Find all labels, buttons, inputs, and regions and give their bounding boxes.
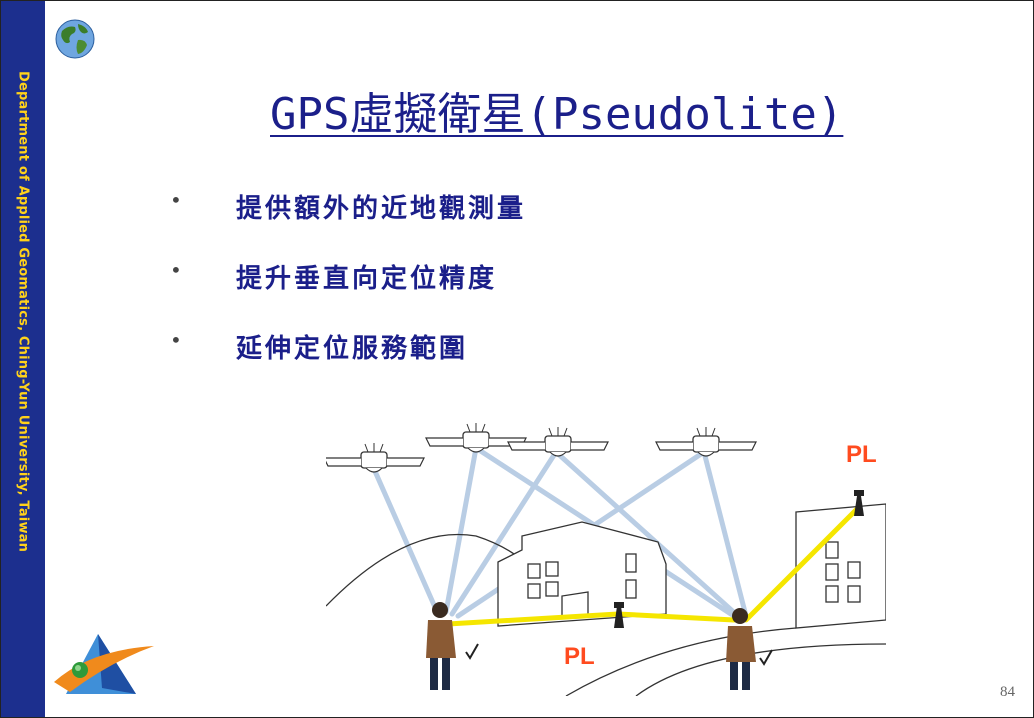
bullet-list: • 提供額外的近地觀測量 • 提升垂直向定位精度 • 延伸定位服務範圍 <box>170 188 526 398</box>
person-icon <box>426 602 479 690</box>
slide-title: GPS虛擬衛星(Pseudolite) <box>270 89 844 140</box>
building <box>497 521 667 627</box>
person-icon <box>726 608 773 690</box>
logo-icon <box>54 634 154 694</box>
pl-label: PL <box>846 441 877 468</box>
pseudolite-tower-icon <box>614 602 624 628</box>
building <box>795 503 886 629</box>
bullet-marker: • <box>170 258 182 282</box>
sidebar-department-text: Department of Applied Geomatics, Ching-Y… <box>15 71 31 553</box>
sidebar: Department of Applied Geomatics, Ching-Y… <box>1 1 45 717</box>
bullet-item: • 提升垂直向定位精度 <box>170 258 526 328</box>
bullet-marker: • <box>170 328 182 352</box>
satellite-icon <box>655 426 757 457</box>
bullet-text: 延伸定位服務範圍 <box>236 334 469 364</box>
globe-icon <box>55 19 95 59</box>
pseudolite-illustration: PL PL <box>326 422 886 696</box>
bullet-text: 提升垂直向定位精度 <box>236 264 498 294</box>
page-number: 84 <box>1000 684 1015 700</box>
bullet-text: 提供額外的近地觀測量 <box>236 194 527 224</box>
satellite-icon <box>326 442 425 473</box>
pseudolite-tower-icon <box>854 490 864 516</box>
satellite-icon <box>507 426 609 457</box>
bullet-item: • 提供額外的近地觀測量 <box>170 188 526 258</box>
bullet-marker: • <box>170 188 182 212</box>
bullet-item: • 延伸定位服務範圍 <box>170 328 526 398</box>
pl-label: PL <box>564 643 595 670</box>
